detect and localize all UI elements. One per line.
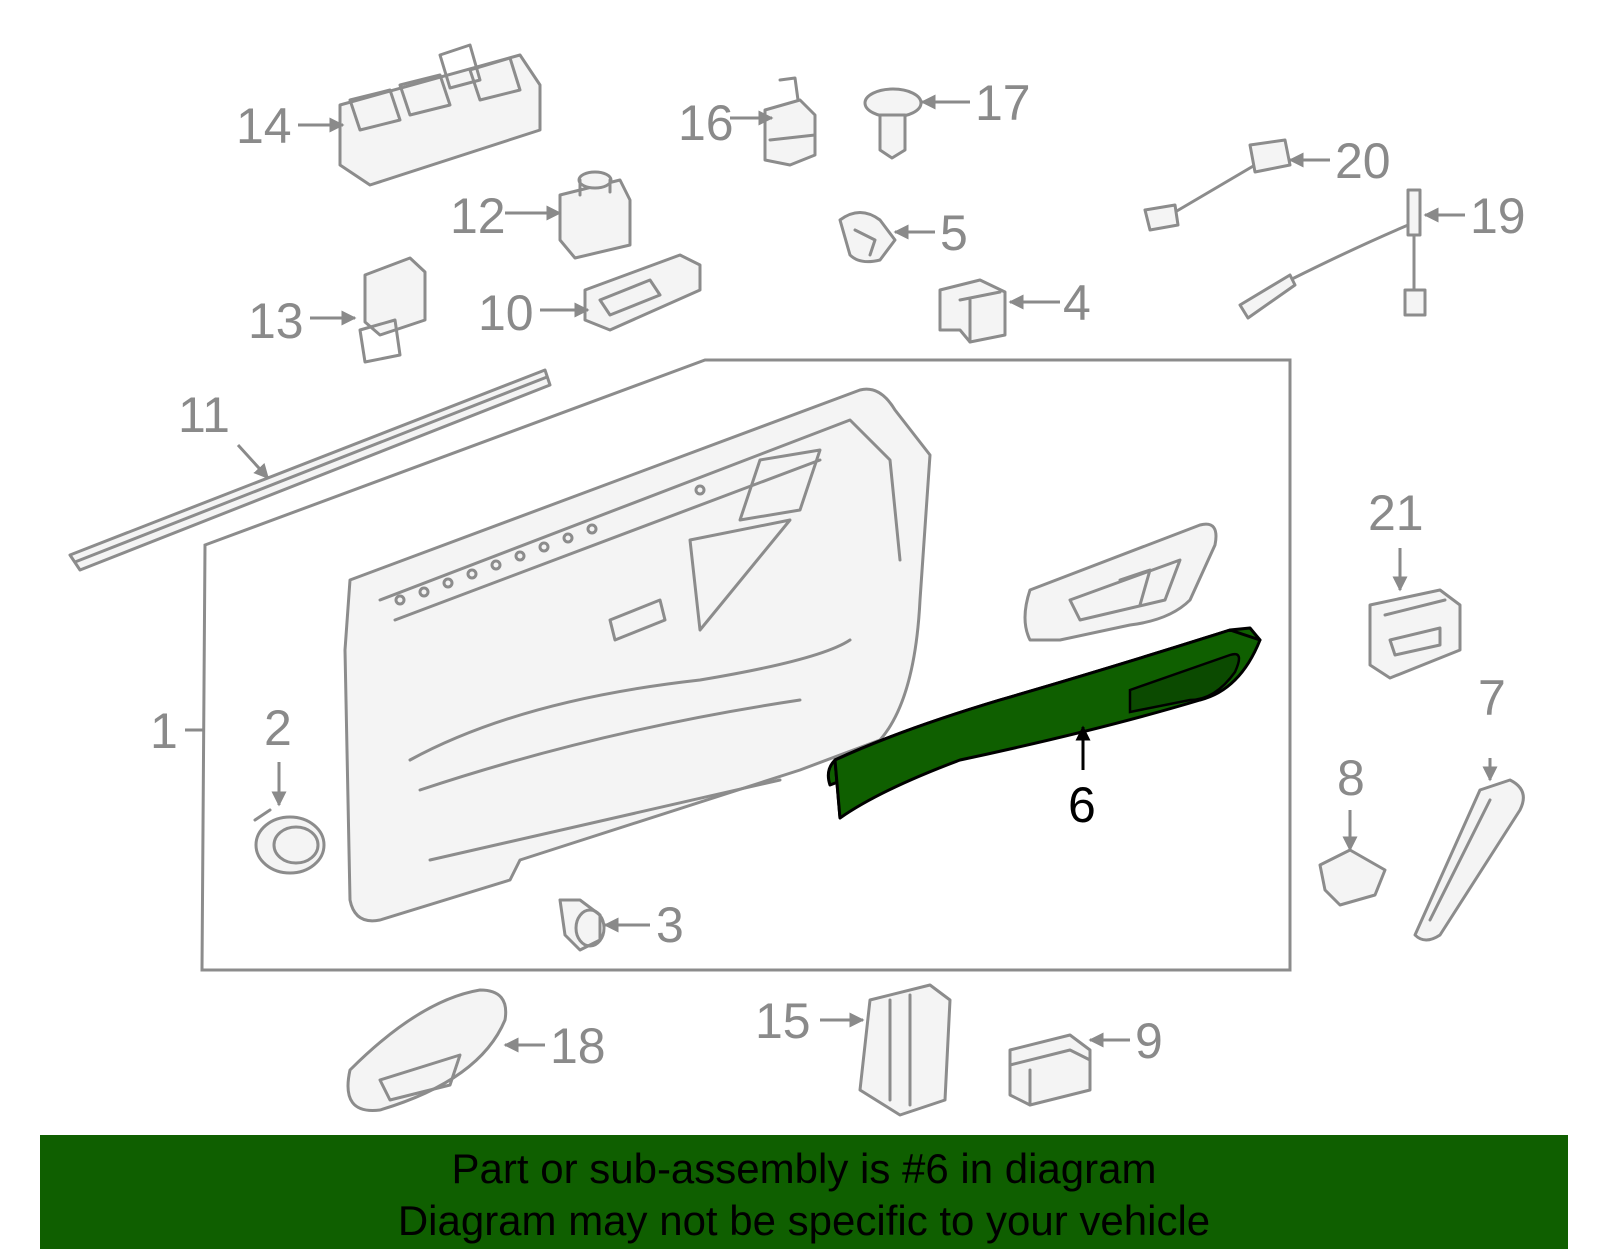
callout-11: 11: [178, 387, 230, 443]
part-16-connector: [763, 76, 817, 167]
assembly-frame: [200, 358, 1292, 972]
callout-18: 18: [550, 1018, 606, 1074]
callout-2: 2: [264, 700, 292, 756]
callout-9: 9: [1135, 1013, 1163, 1069]
callout-1: 1: [150, 703, 178, 759]
callout-labels: 1 2 3 4 5 6 7 8 9 10 11 12 13 14 15 16 1…: [150, 75, 1526, 1074]
callout-17: 17: [975, 75, 1031, 131]
callout-6: 6: [1068, 777, 1096, 833]
callout-20: 20: [1335, 133, 1391, 189]
part-7-trim-strip: [1413, 778, 1525, 942]
part-9-switch: [1008, 1033, 1092, 1107]
callout-5: 5: [940, 205, 968, 261]
callout-13: 13: [248, 293, 304, 349]
part-5-clip: [838, 211, 897, 264]
callout-3: 3: [656, 897, 684, 953]
part-3-push-pin: [558, 898, 606, 952]
part-4-bracket: [938, 278, 1007, 344]
part-12-mirror-switch: [558, 170, 632, 260]
part-21-module: [1368, 588, 1462, 680]
part-18-handle-bezel: [346, 988, 508, 1112]
part-13-switch: [358, 256, 427, 364]
info-banner: Part or sub-assembly is #6 in diagram Di…: [40, 1135, 1568, 1249]
callout-7: 7: [1478, 670, 1506, 726]
callout-10: 10: [478, 285, 534, 341]
callout-16: 16: [678, 95, 734, 151]
part-19-cable: [1238, 188, 1427, 320]
callout-12: 12: [450, 188, 506, 244]
part-10-switch: [583, 253, 702, 332]
door-panel-holes: [394, 484, 706, 606]
callout-14: 14: [236, 98, 292, 154]
part-15-switch: [858, 983, 952, 1117]
part-6-armrest-trim: [826, 626, 1262, 820]
part-17-push-clip: [863, 87, 923, 160]
callout-21: 21: [1368, 485, 1424, 541]
leader-lines: [185, 94, 1498, 1053]
callout-19: 19: [1470, 188, 1526, 244]
part-11-window-seal: [68, 368, 552, 572]
callout-8: 8: [1337, 750, 1365, 806]
callout-15: 15: [755, 993, 811, 1049]
part-8-clip: [1318, 848, 1387, 907]
door-trim-panel: [343, 387, 932, 923]
banner-line-1: Part or sub-assembly is #6 in diagram: [451, 1145, 1157, 1192]
inner-door-handle: [1023, 522, 1218, 642]
callout-4: 4: [1063, 275, 1091, 331]
banner-line-2: Diagram may not be specific to your vehi…: [397, 1197, 1211, 1244]
part-14-master-switch: [338, 43, 542, 187]
part-2-clip: [253, 808, 326, 875]
part-20-harness: [1143, 138, 1292, 232]
